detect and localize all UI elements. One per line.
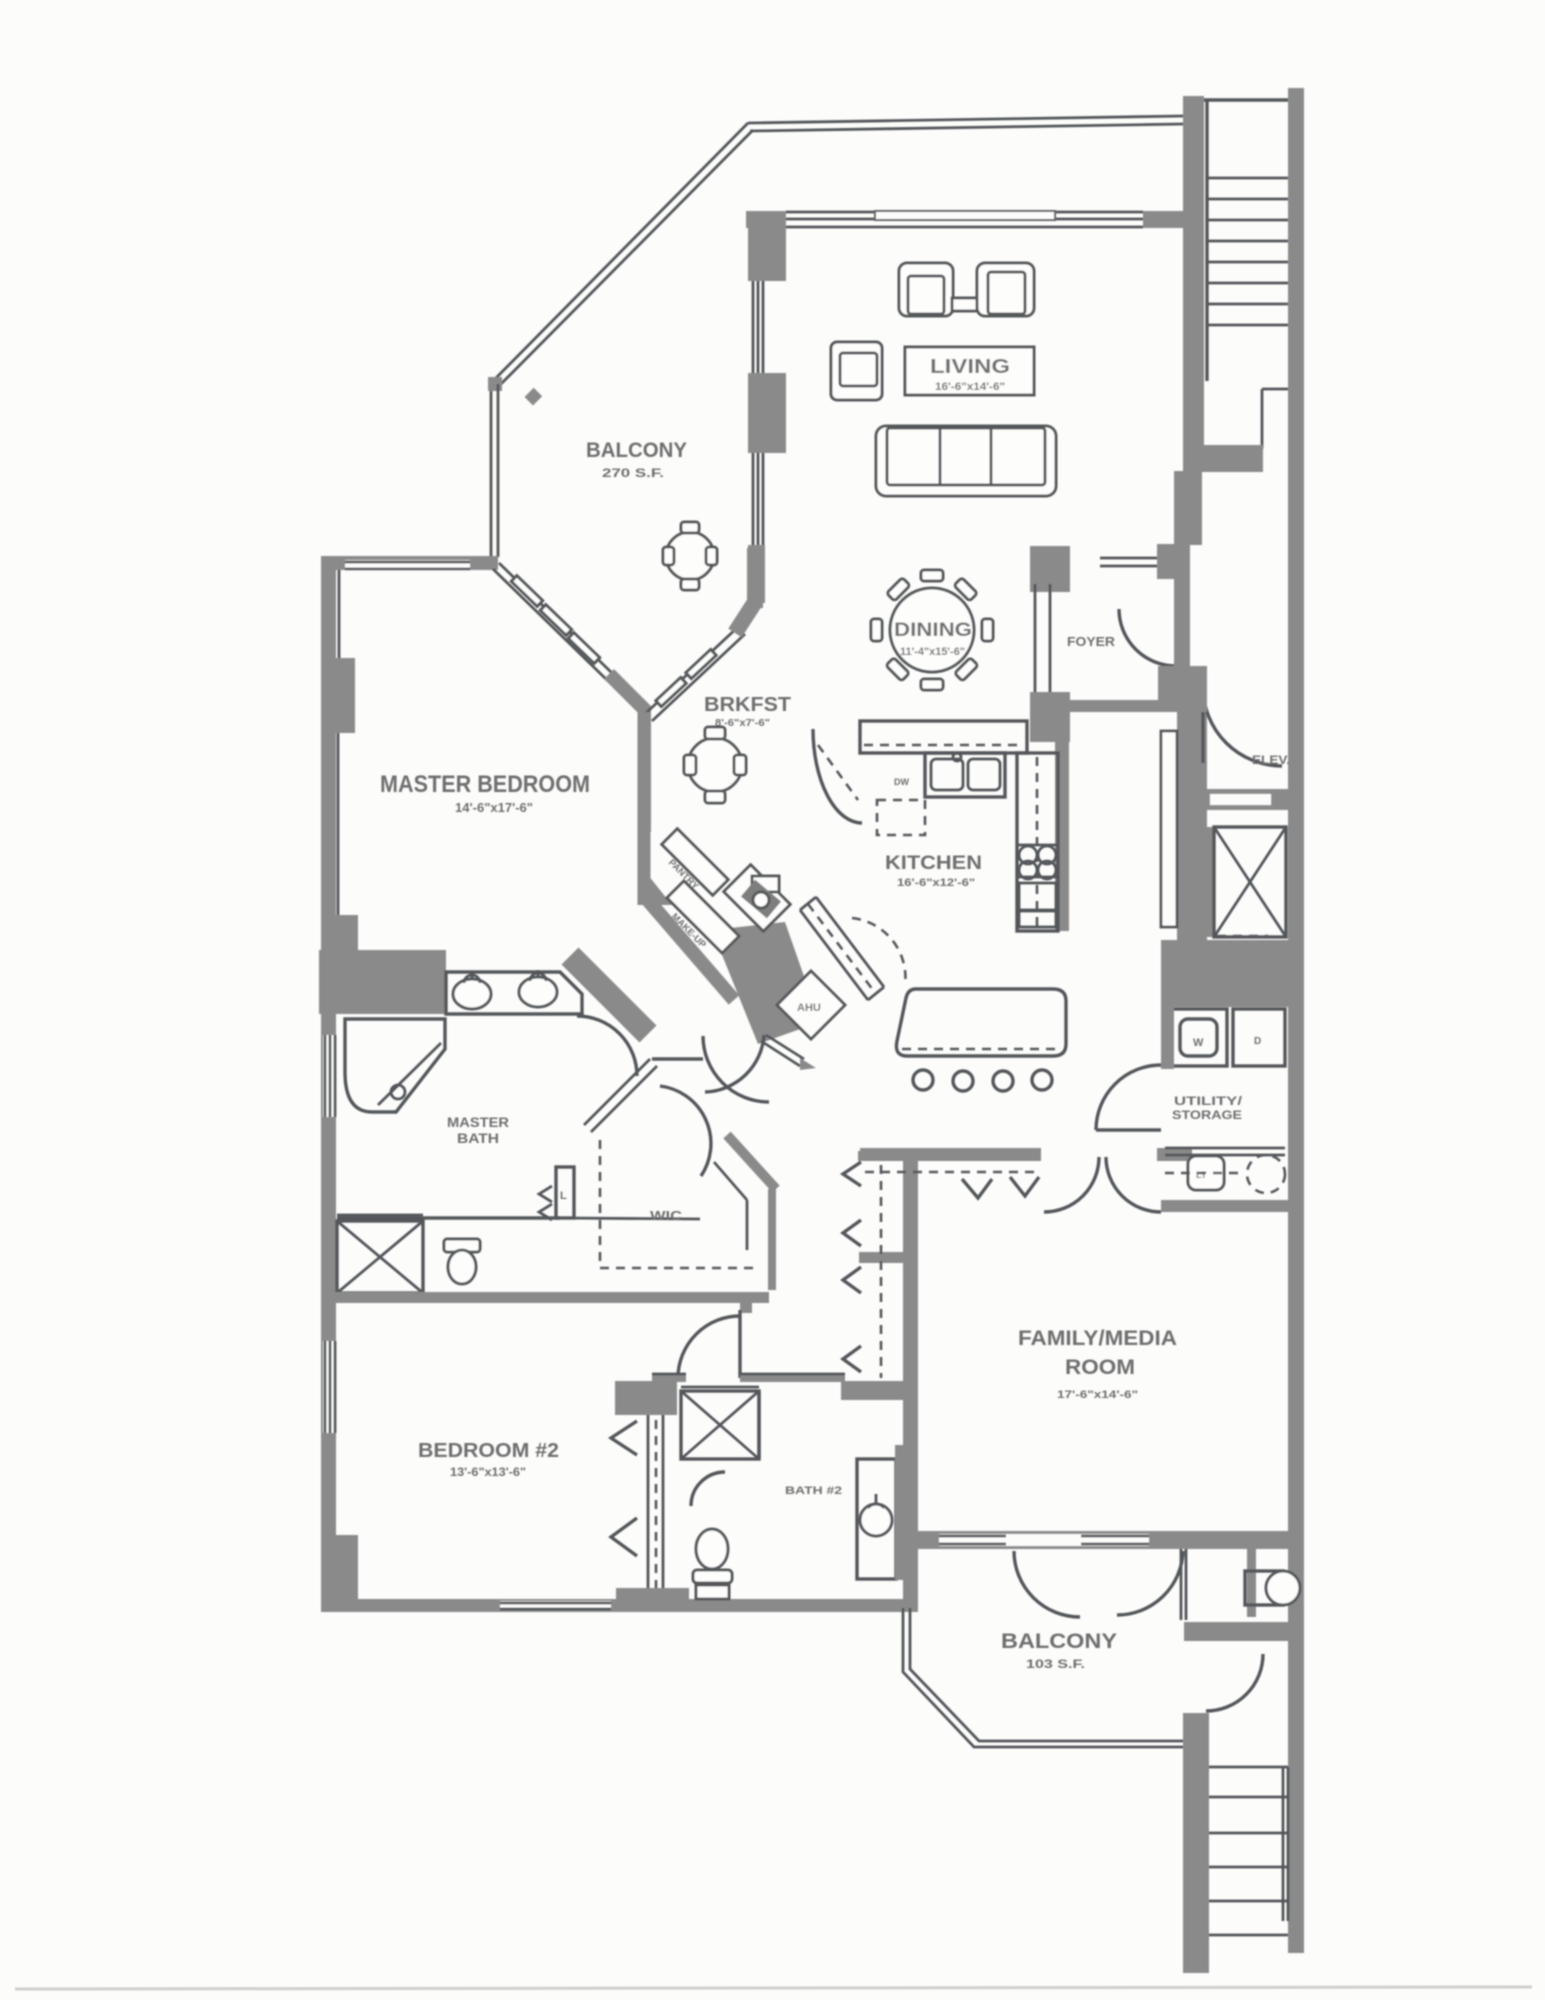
svg-text:BALCONY: BALCONY [586, 439, 687, 462]
svg-text:AHU: AHU [797, 1002, 821, 1014]
svg-text:ELEV.: ELEV. [1252, 755, 1290, 767]
svg-text:11'-4"x15'-6": 11'-4"x15'-6" [900, 646, 965, 658]
svg-text:BRKFST: BRKFST [704, 694, 791, 716]
svg-text:W: W [1193, 1037, 1204, 1049]
svg-text:MASTER: MASTER [447, 1115, 509, 1130]
svg-text:270 S.F.: 270 S.F. [602, 466, 664, 480]
svg-text:14'-6"x17'-6": 14'-6"x17'-6" [455, 801, 533, 815]
svg-text:D: D [1254, 1036, 1261, 1047]
svg-text:STORAGE: STORAGE [1172, 1110, 1242, 1122]
svg-text:ROOM: ROOM [1065, 1356, 1135, 1379]
svg-text:KITCHEN: KITCHEN [885, 853, 982, 874]
svg-text:FOYER: FOYER [1067, 634, 1116, 649]
svg-text:DINING: DINING [894, 620, 972, 641]
svg-text:16'-6"x14'-6": 16'-6"x14'-6" [935, 381, 1005, 393]
svg-text:L: L [560, 1190, 567, 1202]
svg-text:17'-6"x14'-6": 17'-6"x14'-6" [1057, 1389, 1138, 1401]
svg-text:BATH #2: BATH #2 [785, 1485, 842, 1497]
svg-text:WIC: WIC [650, 1209, 682, 1223]
svg-text:UTILITY/: UTILITY/ [1174, 1096, 1243, 1108]
svg-text:16'-6"x12'-6": 16'-6"x12'-6" [897, 877, 975, 889]
svg-text:BEDROOM #2: BEDROOM #2 [418, 1440, 559, 1462]
svg-text:LT: LT [1196, 1170, 1207, 1180]
svg-text:103 S.F.: 103 S.F. [1026, 1659, 1085, 1671]
svg-text:DW: DW [894, 777, 909, 787]
svg-text:BALCONY: BALCONY [1001, 1630, 1117, 1653]
svg-text:FAMILY/MEDIA: FAMILY/MEDIA [1018, 1327, 1177, 1350]
svg-text:8'-6"x7'-6": 8'-6"x7'-6" [715, 717, 770, 729]
svg-text:MASTER BEDROOM: MASTER BEDROOM [380, 771, 590, 798]
svg-text:BATH: BATH [457, 1131, 499, 1146]
svg-text:LIVING: LIVING [930, 356, 1010, 378]
svg-text:13'-6"x13'-6": 13'-6"x13'-6" [450, 1465, 526, 1479]
